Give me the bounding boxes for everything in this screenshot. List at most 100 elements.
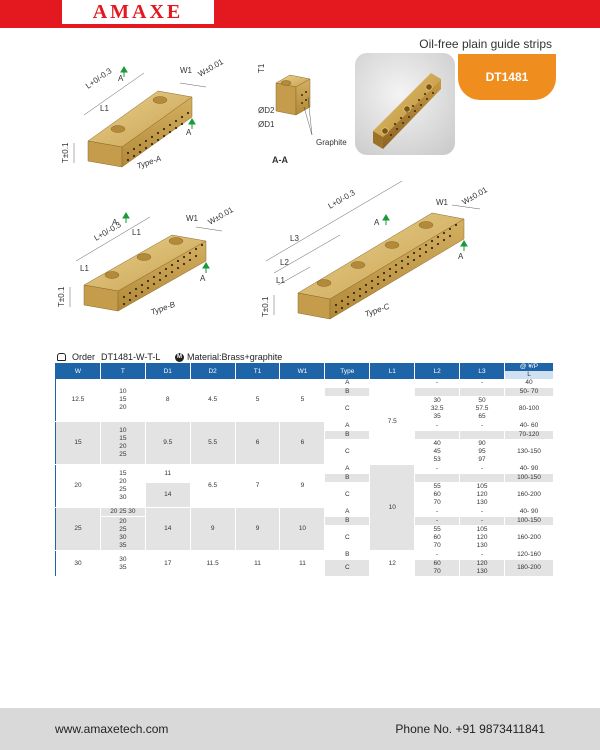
header-cell-type: Type: [324, 363, 371, 379]
cell-price: 80-100: [504, 396, 554, 422]
cell-price: 70-120: [504, 430, 554, 440]
type-b-label: Type-B: [150, 300, 177, 317]
cell-type: A: [324, 507, 371, 517]
cell-l3: -: [459, 507, 505, 517]
cell-w1: 5: [279, 379, 326, 422]
price-sub-header: L: [505, 371, 553, 379]
section-a-a-drawing: Graphite T1 ØD2 ØD1 A-A: [257, 63, 347, 165]
type-b-w1-dim: W1: [186, 214, 199, 223]
spec-table-header: W T D1 D2 T1 W1 Type L1 L2 L3 @ ¥/P L: [55, 363, 554, 379]
cell-type: A: [324, 379, 371, 388]
section-d1-dim: ØD1: [258, 120, 275, 129]
order-code-value: DT1481-W-T-L: [101, 352, 161, 362]
section-label: A-A: [272, 155, 288, 165]
type-a-l1-dim: L1: [100, 104, 109, 113]
cell-price: 160-200: [504, 482, 554, 508]
cell-type: C: [324, 396, 371, 422]
cell-l3: -: [459, 379, 505, 388]
page-title: Oil-free plain guide strips: [419, 37, 552, 51]
cell-l2: -: [414, 464, 461, 474]
cell-l2: [414, 387, 461, 397]
cell-price: 50- 70: [504, 387, 554, 397]
cell-w1: 9: [279, 464, 326, 508]
cell-l2: -: [414, 550, 461, 560]
type-c-l1-dim: L1: [276, 276, 285, 285]
cell-w: 20: [55, 464, 101, 508]
order-label: Order: [72, 352, 96, 362]
cell-w: 12.5: [55, 379, 101, 422]
cell-l3: -: [459, 421, 505, 431]
cell-type: B: [324, 387, 371, 397]
type-a-l-dim: L+0/-0.3: [84, 66, 114, 91]
cell-l3: [459, 473, 505, 483]
type-c-l2-dim: L2: [280, 258, 289, 267]
cell-l3: -: [459, 516, 505, 526]
type-a-w-dim: W±0.01: [197, 57, 226, 79]
cell-t1: 9: [235, 507, 281, 551]
technical-drawings: A A L+0/-0.3 W1 W±0.01 T±0.1 L1 Type-A G…: [57, 57, 490, 320]
cell-d1: 9.5: [145, 421, 191, 465]
type-a-w1-dim: W1: [180, 66, 193, 75]
header-cell-t1: T1: [235, 363, 281, 379]
spec-table: W T D1 D2 T1 W1 Type L1 L2 L3 @ ¥/P L 12…: [55, 363, 554, 577]
cell-l2: [414, 430, 461, 440]
graphite-label: Graphite: [316, 138, 347, 147]
cell-l2: -: [414, 507, 461, 517]
cell-d1: 14: [145, 482, 191, 508]
cell-t1: 5: [235, 379, 281, 422]
cell-d1: 14: [145, 507, 191, 551]
header-cell-t: T: [100, 363, 146, 379]
cell-l2: -: [414, 421, 461, 431]
type-b-l1-dim: L1: [80, 264, 89, 273]
cell-w: 30: [55, 550, 101, 577]
cell-d2: 5.5: [190, 421, 236, 465]
cell-d1: 11: [145, 464, 191, 483]
cell-l3: [459, 430, 505, 440]
cell-l1: 10: [369, 464, 416, 551]
cell-t: 20 25 30: [100, 507, 146, 517]
type-b-w-dim: W±0.01: [207, 205, 236, 227]
brass-strip-image: [373, 73, 441, 149]
cell-d2: 6.5: [190, 464, 236, 508]
cell-type: C: [324, 482, 371, 508]
type-b-l-dim: L+0/-0.3: [93, 220, 124, 243]
product-code-tab: DT1481: [458, 54, 556, 100]
cell-d2: 4.5: [190, 379, 236, 422]
cell-w: 15: [55, 421, 101, 465]
cell-price: 130-150: [504, 439, 554, 465]
footer: www.amaxetech.com Phone No. +91 98734118…: [0, 708, 600, 750]
cell-type: A: [324, 464, 371, 474]
cell-type: B: [324, 550, 371, 560]
cell-d2: 11.5: [190, 550, 236, 577]
cell-l1: 12: [369, 550, 416, 577]
cell-t1: 7: [235, 464, 281, 508]
table-row: B 50- 70: [56, 387, 554, 397]
cell-price: 160-200: [504, 525, 554, 551]
type-c-w-dim: W±0.01: [461, 185, 490, 207]
cell-l2: [414, 473, 461, 483]
cell-price: 100-150: [504, 516, 554, 526]
section-t1-dim: T1: [257, 63, 266, 73]
material-spec: M Material:Brass+graphite: [175, 352, 282, 362]
cell-price: 40- 90: [504, 507, 554, 517]
header-cell-w1: W1: [279, 363, 326, 379]
material-badge-icon: M: [175, 352, 184, 362]
